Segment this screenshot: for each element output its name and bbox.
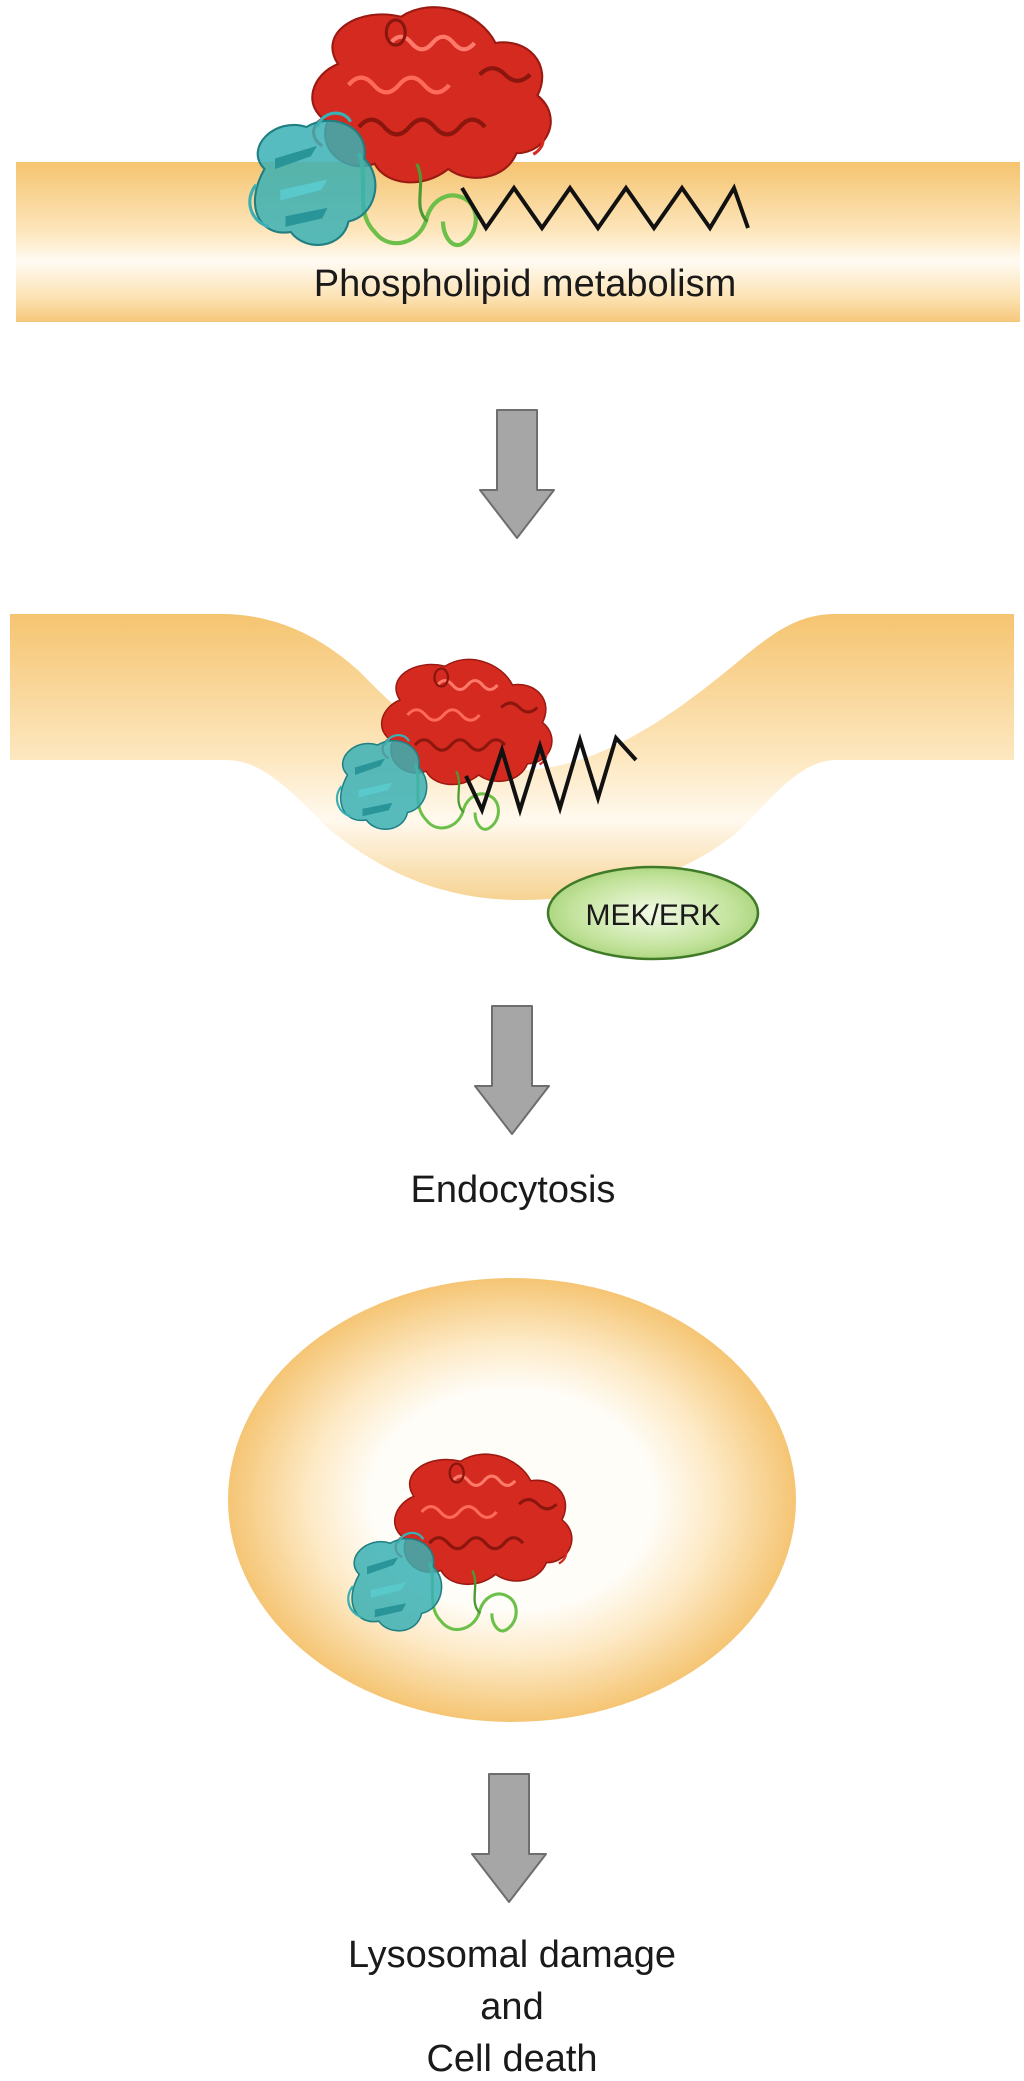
cell-death-label: Cell death <box>426 2038 597 2080</box>
endocytosis-label: Endocytosis <box>411 1169 616 1211</box>
and-label: and <box>480 1986 543 2028</box>
phospholipid-label: Phospholipid metabolism <box>314 263 736 305</box>
stage-membrane-binding: Phospholipid metabolism <box>16 7 1020 322</box>
down-arrow-icon <box>474 1005 550 1135</box>
lipid-chain-icon <box>464 733 638 817</box>
down-arrow-icon <box>471 1773 547 1903</box>
outcome-text: Lysosomal damage and Cell death <box>348 1934 676 2080</box>
lysosomal-damage-label: Lysosomal damage <box>348 1934 676 1976</box>
invaginating-membrane <box>10 614 1014 900</box>
mek-erk-kinase <box>546 865 760 961</box>
stage-invagination: MEK/ERK <box>10 614 1014 961</box>
mek-erk-label: MEK/ERK <box>585 899 720 932</box>
stage-vesicle <box>228 1278 796 1722</box>
flat-membrane <box>16 162 1020 322</box>
down-arrow-icon <box>479 409 555 539</box>
lipid-chain-icon <box>460 183 750 232</box>
